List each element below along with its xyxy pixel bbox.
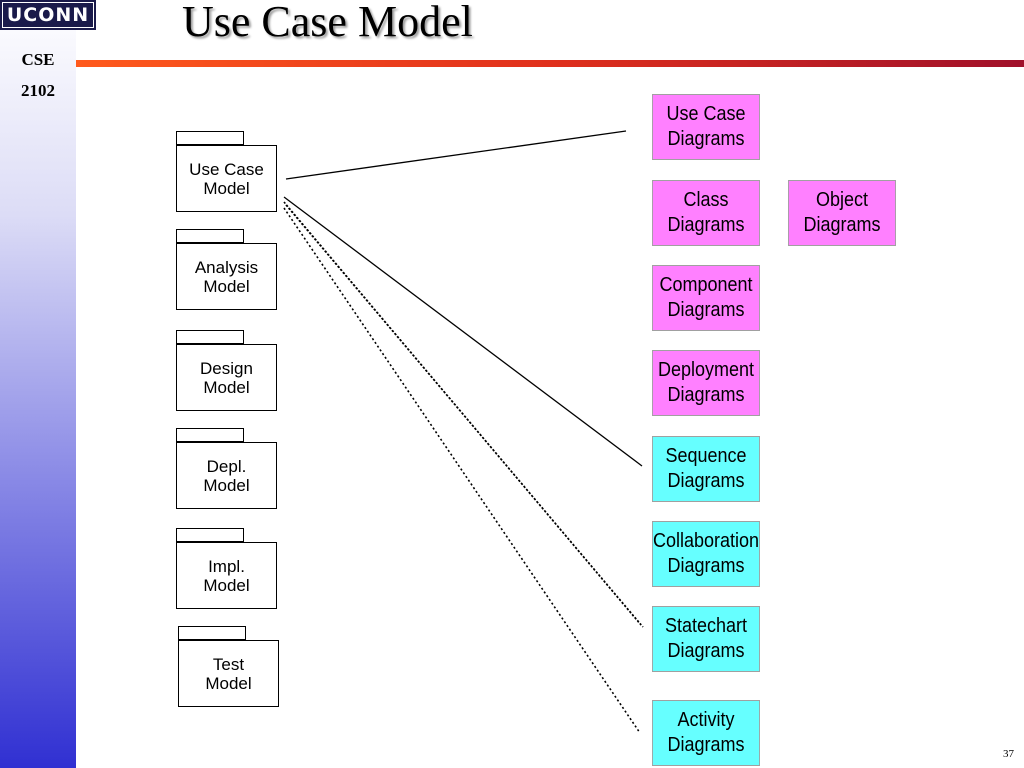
package-label: Analysis Model	[194, 257, 259, 296]
diagram-label: Sequence Diagrams	[665, 445, 747, 492]
diagram-label: Use Case Diagrams	[666, 103, 746, 150]
package-body: Impl. Model	[176, 542, 277, 609]
package-label: Test Model	[205, 654, 252, 693]
package-tab	[178, 626, 246, 640]
package-tab	[176, 131, 244, 145]
box-sequence-diagrams: Sequence Diagrams	[652, 436, 760, 502]
line-usecase-model-to-statechart-diagrams-b	[285, 204, 644, 628]
line-usecase-model-to-activity-diagrams	[283, 207, 641, 734]
course-code: CSE	[21, 50, 55, 69]
course-number: 2102	[21, 81, 55, 100]
package-body: Test Model	[178, 640, 279, 707]
logo-text: UCONN	[2, 3, 94, 27]
diagram-label: Object Diagrams	[803, 189, 881, 236]
diagram-label: Class Diagrams	[667, 189, 745, 236]
box-object-diagrams: Object Diagrams	[788, 180, 896, 246]
diagram-label: Activity Diagrams	[667, 709, 745, 756]
box-collaboration-diagrams: Collaboration Diagrams	[652, 521, 760, 587]
diagram-label: Component Diagrams	[659, 274, 753, 321]
package-tab	[176, 528, 244, 542]
diagram-label: Deployment Diagrams	[657, 359, 755, 406]
box-class-diagrams: Class Diagrams	[652, 180, 760, 246]
slide-title: Use Case Model	[182, 0, 473, 46]
box-activity-diagrams: Activity Diagrams	[652, 700, 760, 766]
sidebar-gradient	[0, 0, 76, 768]
package-label: Depl. Model	[203, 456, 250, 495]
package-label: Design Model	[200, 358, 253, 397]
box-statechart-diagrams: Statechart Diagrams	[652, 606, 760, 672]
line-usecase-model-to-sequence-diagrams	[283, 196, 643, 467]
box-component-diagrams: Component Diagrams	[652, 265, 760, 331]
package-tab	[176, 330, 244, 344]
uconn-logo: UCONN	[0, 0, 96, 30]
package-tab	[176, 229, 244, 243]
package-label: Impl. Model	[203, 556, 250, 595]
package-body: Depl. Model	[176, 442, 277, 509]
page-number: 37	[1003, 748, 1014, 760]
package-body: Design Model	[176, 344, 277, 411]
package-tab	[176, 428, 244, 442]
title-underline-bar	[76, 60, 1024, 67]
diagram-label: Collaboration Diagrams	[652, 530, 760, 577]
box-deployment-diagrams: Deployment Diagrams	[652, 350, 760, 416]
package-body: Use Case Model	[176, 145, 277, 212]
line-usecase-model-to-usecase-diagrams	[285, 130, 627, 180]
package-body: Analysis Model	[176, 243, 277, 310]
package-label: Use Case Model	[189, 159, 264, 198]
diagram-label: Statechart Diagrams	[664, 615, 748, 662]
box-use-case-diagrams: Use Case Diagrams	[652, 94, 760, 160]
